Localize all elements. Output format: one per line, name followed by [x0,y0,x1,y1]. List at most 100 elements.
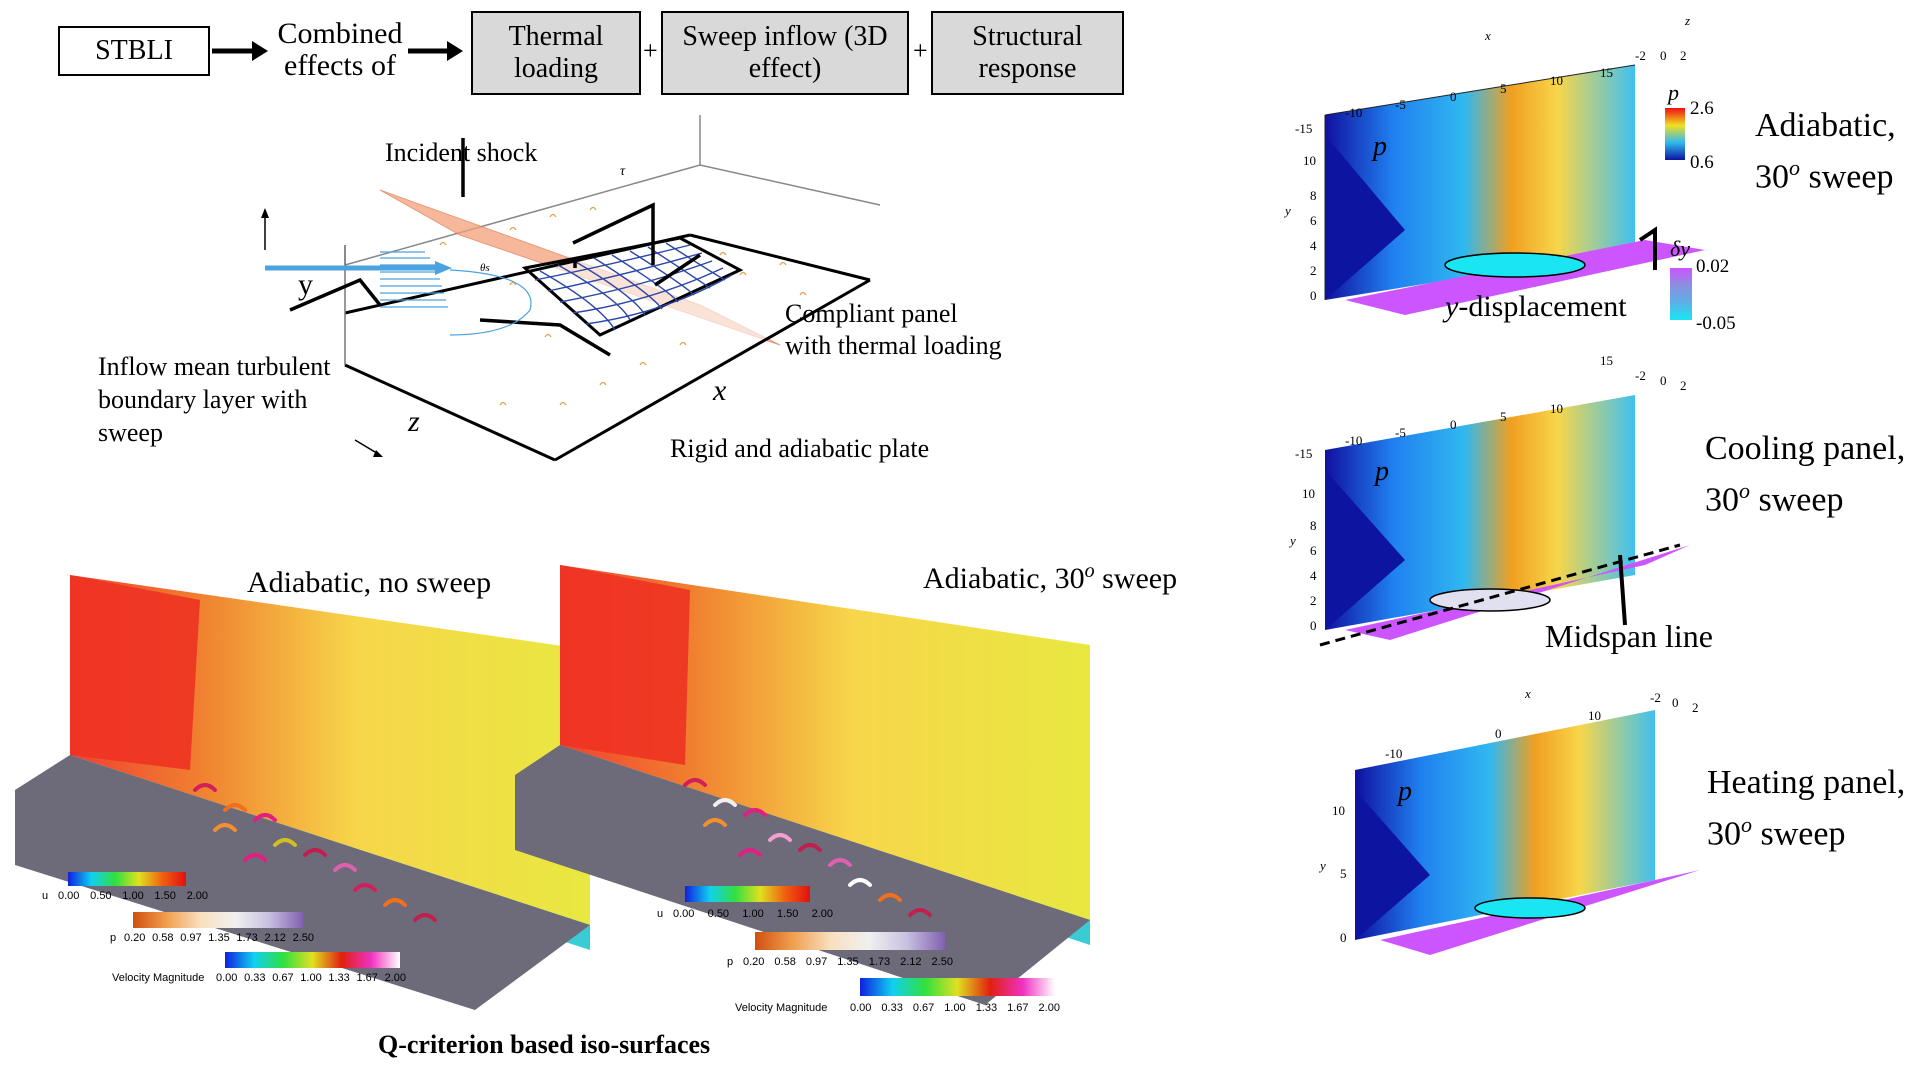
combined-effects-text: Combined effects of [270,18,410,82]
legend-u-bar-mid [685,886,810,902]
compliant-line2: with thermal loading [785,331,1002,360]
combined-line1: Combined [277,17,403,50]
schematic-axis-z: z [408,405,420,438]
pressure-colorbar-symbol: p [1668,80,1679,105]
thermal-loading-box: Thermal loading [471,11,641,95]
y-tick: 8 [1310,518,1317,533]
panel-heating-3d: -10 0 10 -2 0 2 0 5 10 y x p [1318,686,1700,955]
panel1-line2: 30o sweep [1755,147,1896,198]
legend-u-label-mid: u [657,908,664,920]
z-tick: -2 [1650,690,1661,705]
panel2-line1: Cooling panel, [1705,430,1906,467]
x-tick: 10 [1588,708,1601,723]
inflow-line2: boundary layer with [98,385,308,414]
plus-sign-2: + [913,36,928,65]
tau-label: τ [620,164,626,179]
panel1-line1: Adiabatic, [1755,107,1896,144]
legend-p-tick: 1.35 [208,932,230,944]
mid-render-title: Adiabatic, 30o sweep [923,560,1177,596]
leader-lines [289,138,701,357]
panel3-line2-post: sweep [1752,815,1846,853]
panel3-ticks: -10 0 10 -2 0 2 0 5 10 y x [1318,686,1699,945]
inflow-line1: Inflow mean turbulent [98,352,331,381]
axis-x: x [1484,28,1491,43]
legend-v-label-mid: Velocity Magnitude [735,1002,828,1014]
schematic-axis-x: x [713,374,727,407]
legend-p-tick: 1.73 [868,956,891,968]
legend-v-tick: 1.00 [300,972,322,984]
x-tick: 0 [1450,89,1457,104]
panel1-ticks: -15 -10 -5 0 5 10 15 -2 0 2 0 2 4 6 8 10… [1283,15,1690,303]
legend-v-label: Velocity Magnitude [112,972,205,984]
x-tick: 10 [1550,73,1563,88]
vortex-cluster-a [193,783,437,922]
legend-p-tick: 0.58 [152,932,174,944]
left-render-title: Adiabatic, no sweep [247,566,492,599]
legend-u-tick: 0.00 [58,890,80,902]
panel3-label: Heating panel, 30o sweep [1707,762,1905,855]
stbli-label: STBLI [95,35,173,66]
compliant-line1: Compliant panel [785,299,958,328]
legend-v-tick: 0.67 [912,1002,935,1014]
y-tick: 0 [1310,618,1317,633]
legend-u-bar [68,872,186,886]
legend-u-tick: 0.50 [90,890,112,902]
legend-u-tick: 1.00 [742,908,764,920]
x-tick: -10 [1345,433,1362,448]
panel2-line2-sup: o [1739,478,1750,503]
z-tick: 0 [1660,373,1667,388]
axis-y: y [1318,858,1326,873]
rigid-plate-label: Rigid and adiabatic plate [670,434,930,463]
panel2-line2: 30o sweep [1705,470,1905,521]
z-tick: 2 [1680,48,1687,63]
panel2-ticks: -15 -10 -5 0 5 10 15 -2 0 2 0 2 4 6 8 10… [1288,353,1687,633]
legend-v-tick: 0.33 [881,1002,903,1014]
z-tick: 0 [1660,48,1667,63]
displacement-colorbar-symbol: δy [1670,236,1690,261]
legend-p-tick: 1.35 [837,956,859,968]
legend-p-label-mid: p [727,956,734,968]
x-tick: -15 [1295,121,1312,136]
plate-texture [439,206,807,406]
panel3-line2-sup: o [1741,812,1752,837]
x-tick: -5 [1395,425,1406,440]
legend-v-tick: 1.33 [975,1002,998,1014]
thermal-line1: Thermal [508,21,604,52]
legend-v-tick: 1.67 [356,972,378,984]
legend-p-tick: 0.97 [805,956,828,968]
legend-v-tick: 2.00 [1038,1002,1060,1014]
flow-arrows [212,41,463,61]
panel-adiabatic-3d: -15 -10 -5 0 5 10 15 -2 0 2 0 2 4 6 8 10… [1283,15,1705,315]
legend-p-tick: 1.73 [236,932,258,944]
x-tick: -10 [1345,105,1362,120]
structural-line1: Structural [972,21,1083,52]
inflow-label: Inflow mean turbulent boundary layer wit… [98,350,331,449]
panel3-line1: Heating panel, [1707,764,1906,801]
pressure-colorbar-max: 2.6 [1690,98,1714,119]
z-tick: -2 [1635,48,1646,63]
inflow-line3: sweep [98,418,163,447]
panel1-line2-sup: o [1789,155,1800,180]
legend-v-tick: 1.00 [944,1002,966,1014]
x-tick: -5 [1395,97,1406,112]
legend-p-tick: 0.20 [124,932,146,944]
y-tick: 4 [1310,238,1317,253]
ydisp-pre: y [1445,290,1459,323]
x-tick: -10 [1385,746,1402,761]
panel2-label: Cooling panel, 30o sweep [1705,428,1905,521]
axis-x: x [1524,686,1531,701]
structural-response-box: Structural response [931,11,1124,95]
displacement-colorbar [1670,268,1692,320]
y-tick: 2 [1310,593,1317,608]
y-tick: 6 [1310,213,1317,228]
y-tick: 0 [1310,288,1317,303]
rigid-plate [345,235,870,460]
x-tick: 0 [1495,726,1502,741]
combined-line2: effects of [284,49,396,82]
legend-u-label: u [42,890,49,902]
panel-mesh [534,242,733,331]
